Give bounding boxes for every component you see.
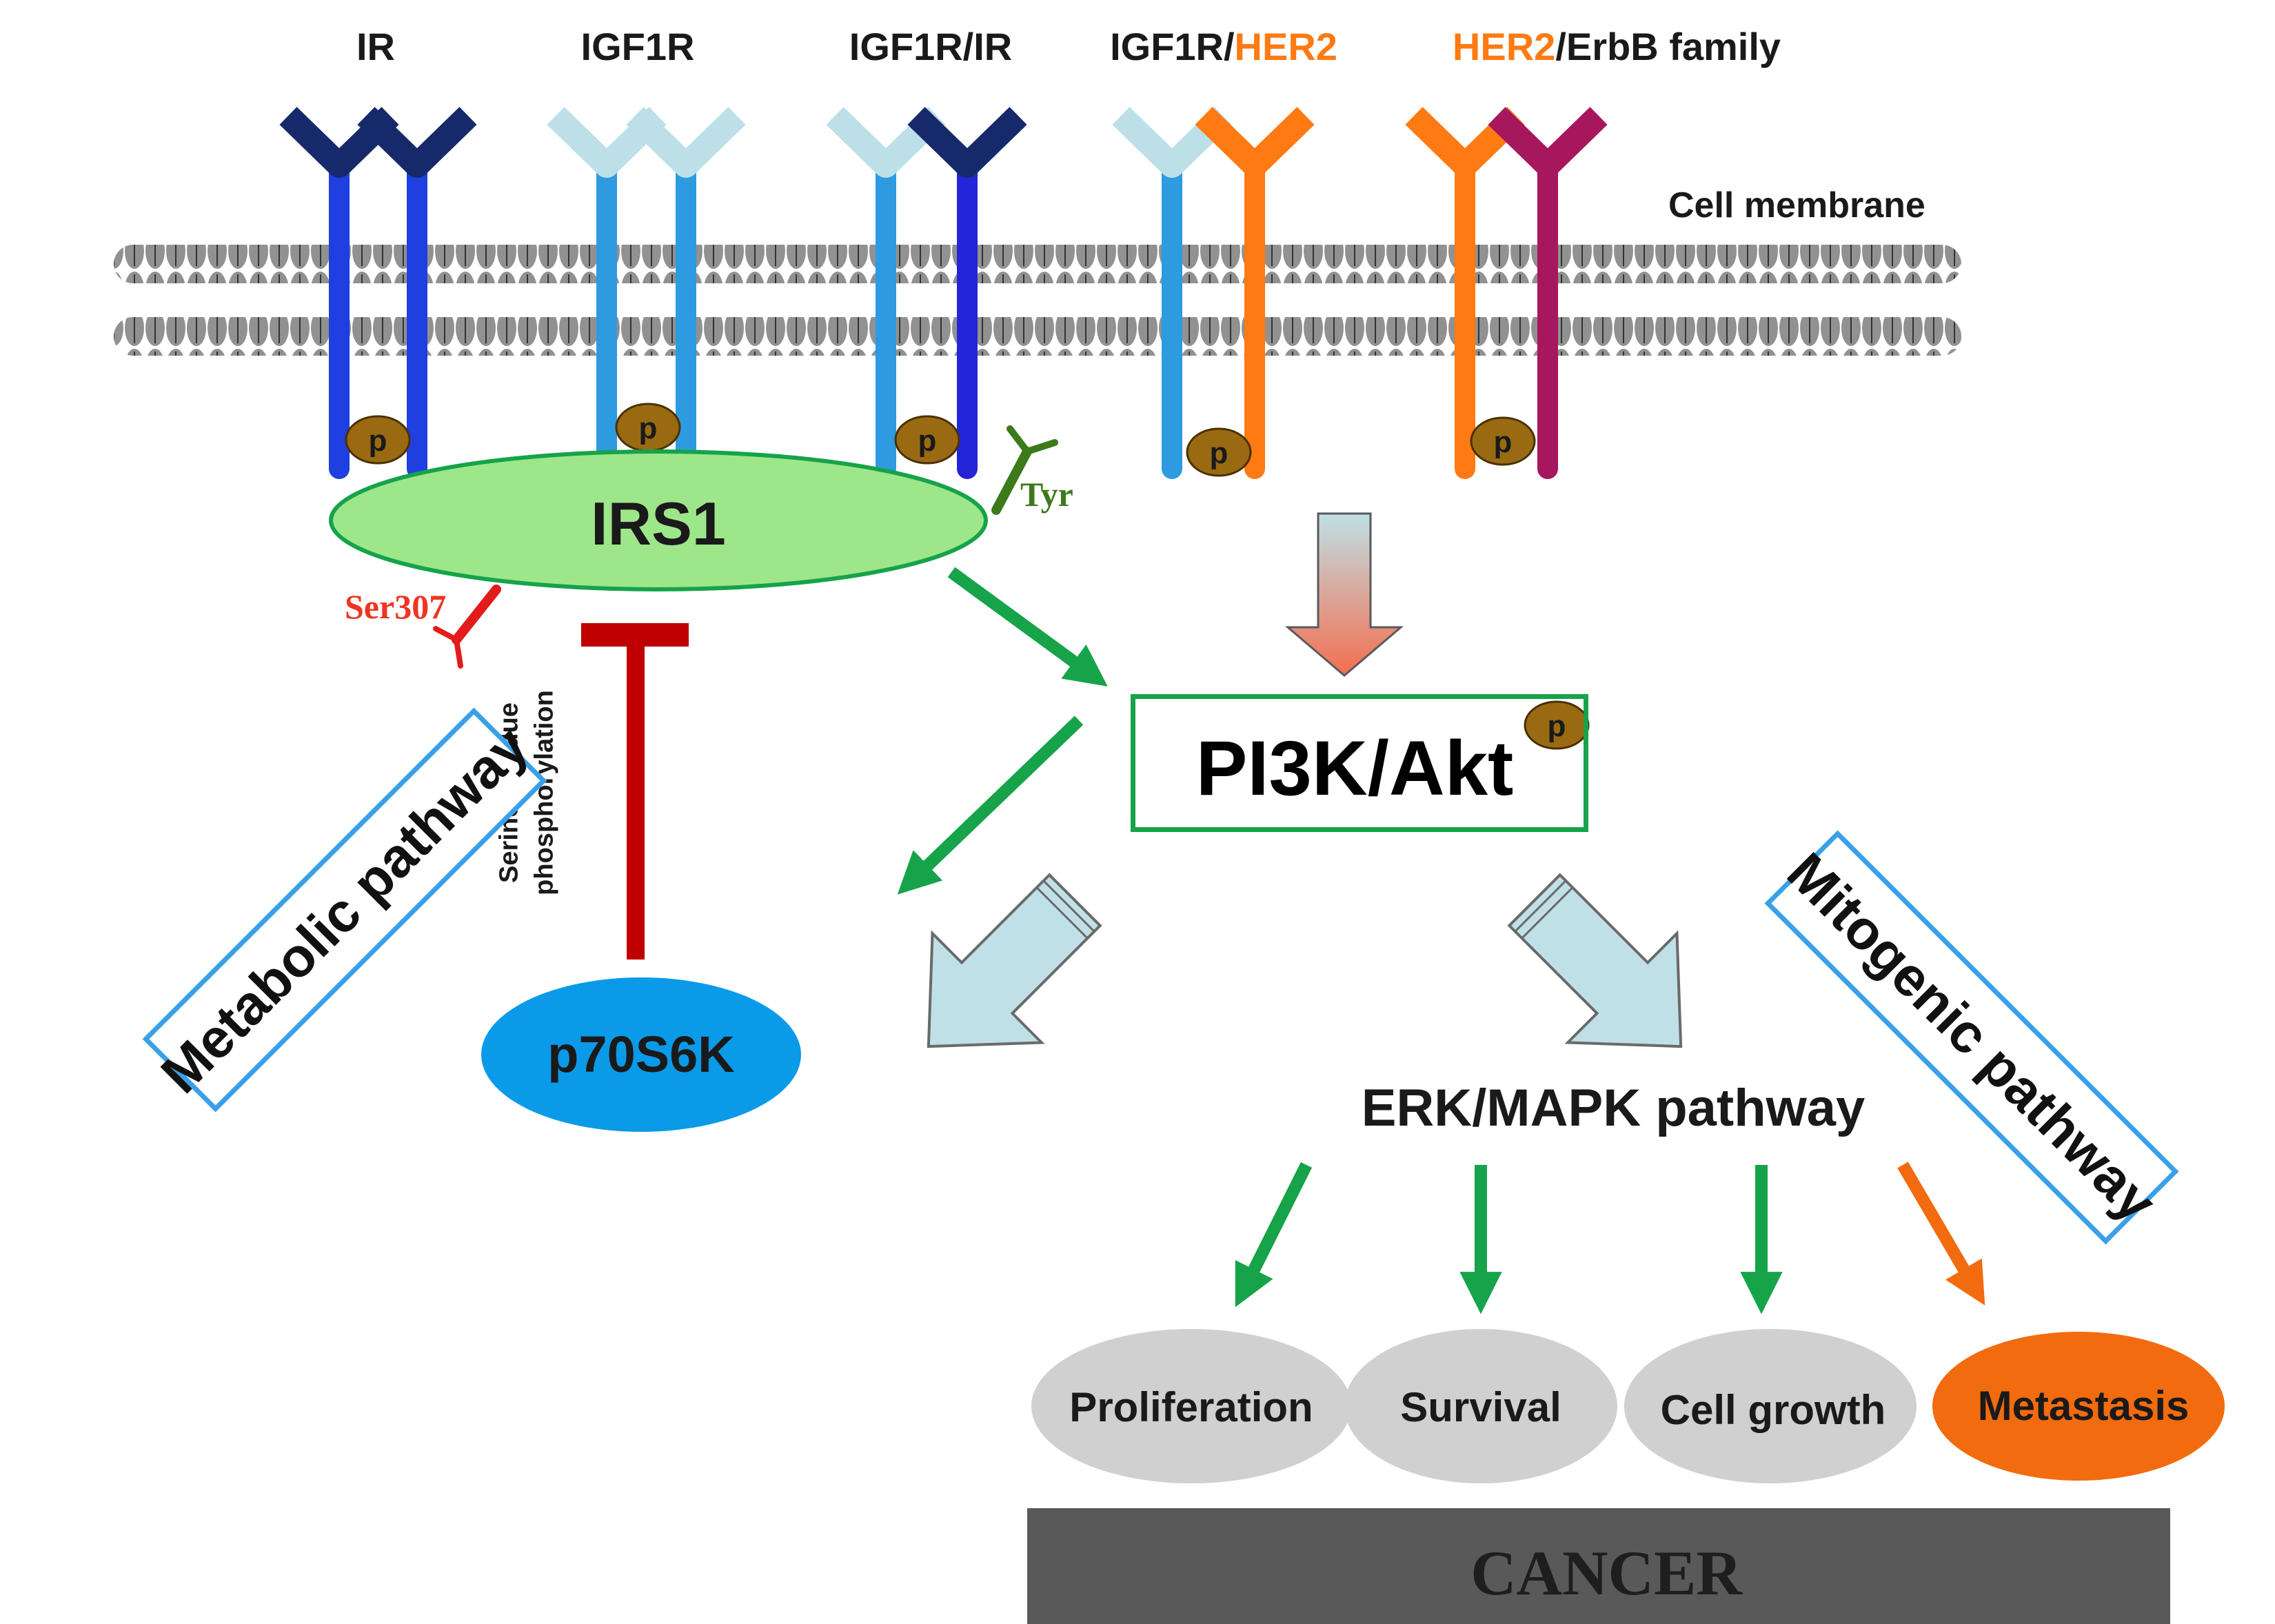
- phosphate-ir: p: [345, 415, 411, 465]
- erk-mapk-label: ERK/MAPK pathway: [1361, 1079, 1866, 1137]
- phosphate-igf1r-ir: p: [894, 415, 960, 465]
- svg-text:p: p: [1548, 709, 1566, 743]
- receptor-igf1r-ir: [826, 107, 1027, 479]
- erk-to-metastasis-arrow: [1897, 1161, 1985, 1306]
- her2-erbb-left-chain: [1405, 107, 1525, 479]
- svg-text:p: p: [639, 412, 658, 445]
- tyr-site-icon: [991, 425, 1058, 515]
- receptor-name: IR: [356, 25, 395, 68]
- receptor-igf1r-her2: [1112, 107, 1315, 479]
- pi3k-akt-label: PI3K/Akt: [1195, 725, 1514, 811]
- phosphate-her2-erbb: p: [1470, 416, 1536, 466]
- pi3k-to-metabolic-arrow: [897, 715, 1084, 895]
- svg-text:p: p: [1210, 436, 1228, 470]
- p70s6k-label: p70S6K: [547, 1026, 735, 1083]
- igf1r-ir-right-chain: [907, 107, 1027, 479]
- metastasis-label: Metastasis: [1977, 1383, 2190, 1429]
- receptor-ir: [279, 107, 477, 479]
- pi3k-to-metabolic-block-arrow: [927, 873, 1102, 1048]
- igf1r-right-chain: [626, 107, 746, 479]
- proliferation-node: [1031, 1329, 1351, 1483]
- cancer-label: CANCER: [1470, 1538, 1742, 1608]
- ser307-site-icon: [433, 585, 501, 669]
- receptor-label-ir: IR: [356, 28, 395, 66]
- receptor-to-pi3k-arrow: [1284, 512, 1404, 677]
- cell-membrane-label: Cell membrane: [1668, 185, 1925, 225]
- cell-growth-node: [1624, 1329, 1917, 1483]
- receptor-name: IGF1R/: [1110, 25, 1235, 68]
- svg-text:p: p: [369, 424, 387, 458]
- receptor-label-igf1r-ir: IGF1R/IR: [849, 28, 1012, 66]
- pi3k-akt-box: [1131, 694, 1588, 832]
- membrane-lower-layer: [114, 317, 1961, 356]
- igf1r-her2-left-chain: [1112, 107, 1232, 479]
- receptor-label-igf1r-her2: IGF1R/HER2: [1110, 28, 1337, 66]
- receptor-name: HER2: [1452, 25, 1556, 68]
- ir-right-chain: [357, 107, 477, 479]
- cell-membrane: [114, 245, 1961, 356]
- receptor-name: IGF1R: [580, 25, 695, 68]
- irs1-to-pi3k-arrow: [947, 567, 1108, 687]
- phosphate-igf1r: p: [615, 403, 681, 452]
- erk-to-proliferation-arrow: [1235, 1161, 1313, 1308]
- membrane-upper-layer: [114, 245, 1961, 283]
- receptor-partner-name: /ErbB family: [1555, 25, 1781, 68]
- receptor-her2-erbb: [1405, 107, 1608, 479]
- pi3k-to-erk-block-arrow: [1507, 873, 1683, 1048]
- cell-growth-label: Cell growth: [1660, 1387, 1886, 1433]
- phosphate-igf1r-her2: p: [1186, 427, 1252, 477]
- receptor-name: IGF1R/IR: [849, 25, 1013, 68]
- her2-erbb-right-chain: [1488, 107, 1608, 479]
- irs1-node: [329, 449, 988, 591]
- receptor-label-her2-erbb: HER2/ErbB family: [1453, 28, 1781, 66]
- survival-node: [1344, 1329, 1617, 1483]
- tyr-label: Tyr: [1020, 475, 1073, 514]
- inhibition-bar-icon: [581, 623, 689, 960]
- receptor-igf1r: [547, 107, 746, 479]
- p70s6k-node: [481, 977, 801, 1132]
- receptor-label-igf1r: IGF1R: [581, 28, 695, 66]
- ser307-label: Ser307: [345, 587, 447, 626]
- cancer-bar: [1027, 1508, 2170, 1624]
- receptor-partner-name: HER2: [1234, 25, 1337, 68]
- svg-text:p: p: [918, 424, 937, 458]
- igf1r-her2-right-chain: [1195, 107, 1315, 479]
- phosphate-pi3k-akt: p: [1524, 700, 1590, 750]
- proliferation-label: Proliferation: [1069, 1384, 1313, 1430]
- metastasis-node: [1932, 1332, 2225, 1481]
- survival-label: Survival: [1400, 1384, 1561, 1430]
- svg-text:p: p: [1494, 425, 1513, 459]
- irs1-label: IRS1: [591, 489, 726, 558]
